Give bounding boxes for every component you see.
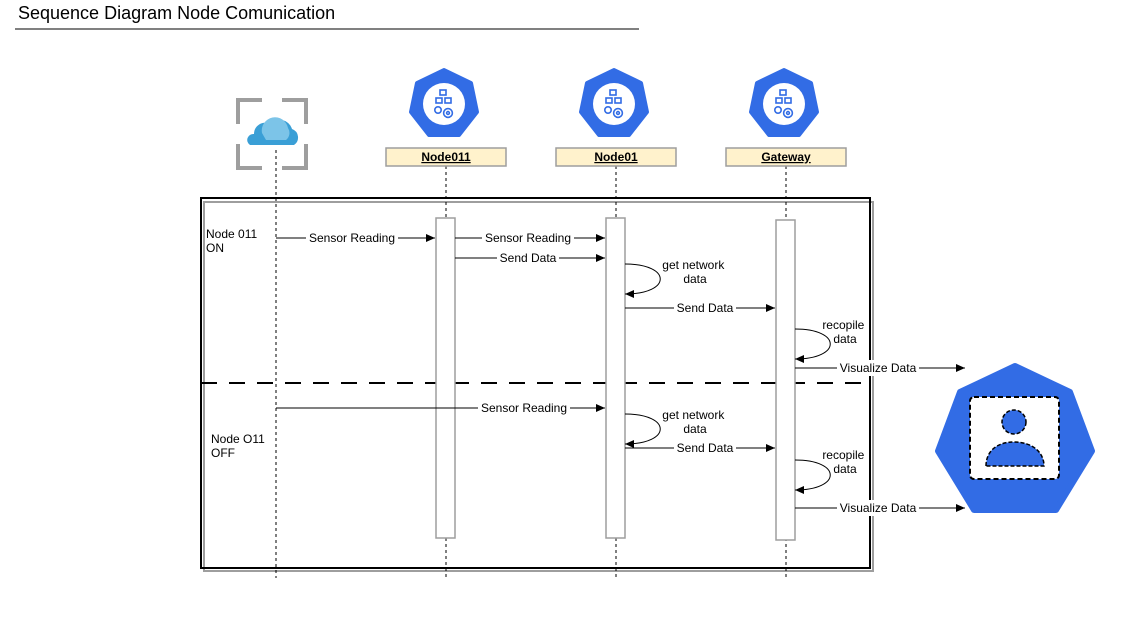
fragment-on-label: Node 011 ON — [206, 227, 261, 255]
kubernetes-node-icon — [409, 68, 479, 137]
lifeline-header-gateway-label: Gateway — [761, 150, 811, 164]
message-recopile-line-1: recopile — [822, 318, 864, 332]
message-get-network-line-1: get network — [662, 408, 725, 422]
message-get-network-line-2: data — [683, 272, 707, 286]
message-recopile-line-2: data — [833, 462, 857, 476]
message-label-background — [482, 230, 574, 246]
page-title: Sequence Diagram Node Comunication — [18, 3, 335, 23]
fragment-off-line-1: Node O11 — [211, 432, 265, 446]
message-label-background — [306, 230, 398, 246]
activation-gateway[interactable] — [775, 219, 796, 541]
message-get-network-line-1: get network — [662, 258, 725, 272]
activation-node011[interactable] — [435, 217, 456, 539]
message-recopile-data-1[interactable]: recopile data — [822, 318, 867, 346]
message-visualize-data-1[interactable]: Visualize Data — [840, 361, 917, 375]
kubernetes-user-icon — [935, 363, 1095, 513]
lifeline-header-node011-label: Node011 — [421, 150, 471, 164]
lifeline-header-gateway[interactable] — [725, 147, 847, 167]
message-label-background — [674, 440, 736, 456]
message-label-background — [837, 360, 919, 376]
fragment-on-line-2: ON — [206, 241, 224, 255]
self-message-arrow — [794, 459, 831, 494]
message-recopile-line-1: recopile — [822, 448, 864, 462]
message-get-network-data-2[interactable]: get network data — [662, 408, 727, 436]
message-send-data-2[interactable]: Send Data — [677, 301, 734, 315]
kubernetes-node-icon — [579, 68, 649, 137]
fragment-on-line-1: Node 011 — [206, 227, 257, 241]
message-send-data-3[interactable]: Send Data — [677, 441, 734, 455]
self-message-arrow — [624, 263, 661, 298]
message-recopile-line-2: data — [833, 332, 857, 346]
message-get-network-line-2: data — [683, 422, 707, 436]
message-sensor-reading-1[interactable]: Sensor Reading — [309, 231, 395, 245]
fragment-off-line-2: OFF — [211, 446, 235, 460]
message-sensor-reading-3[interactable]: Sensor Reading — [481, 401, 567, 415]
message-label-background — [674, 300, 736, 316]
cloud-icon — [236, 98, 308, 170]
message-label-background — [837, 500, 919, 516]
message-visualize-data-2[interactable]: Visualize Data — [840, 501, 917, 515]
message-recopile-data-2[interactable]: recopile data — [822, 448, 867, 476]
lifeline-header-node01[interactable] — [555, 147, 677, 167]
lifeline-header-node011[interactable] — [385, 147, 507, 167]
kubernetes-node-icon — [749, 68, 819, 137]
message-label-background — [478, 400, 570, 416]
activation-node01[interactable] — [605, 217, 626, 539]
message-sensor-reading-2[interactable]: Sensor Reading — [485, 231, 571, 245]
lifeline-header-node01-label: Node01 — [594, 150, 638, 164]
self-message-arrow — [794, 328, 831, 363]
message-label-background — [497, 250, 559, 266]
fragment-off-label: Node O11 OFF — [211, 432, 268, 460]
message-send-data-1[interactable]: Send Data — [500, 251, 557, 265]
self-message-arrow — [624, 413, 661, 448]
fragment-frame-shadow — [203, 201, 874, 572]
message-get-network-data-1[interactable]: get network data — [662, 258, 727, 286]
